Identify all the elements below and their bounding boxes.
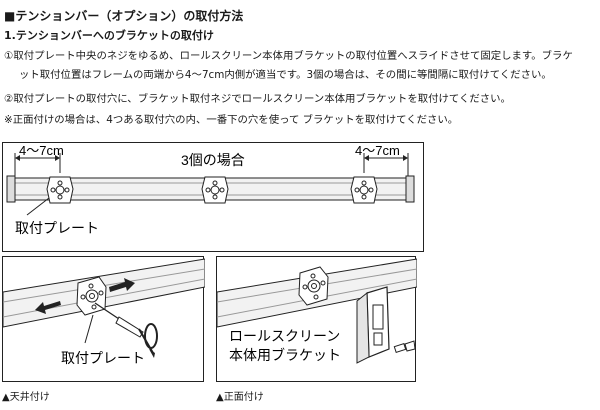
dim-right-label: 4〜7cm [355,143,400,158]
tension-bar-illustration: 4〜7cm 3個の場合 4〜7cm 取付プレート [6,143,415,236]
diagram-ceiling-mount: 取付プレート [2,256,205,382]
plate-left [46,176,74,204]
front-mount-illustration: ロールスクリーン 本体用ブラケット [217,258,417,364]
page-title: ■テンションバー（オプション）の取付方法 [4,9,244,23]
diagram-three-plates: 4〜7cm 3個の場合 4〜7cm 取付プレート [2,142,424,252]
three-plates-label: 3個の場合 [181,152,245,168]
bracket-label-line1: ロールスクリーン [229,328,340,344]
bracket-label-line2: 本体用ブラケット [229,347,341,363]
plate-label: 取付プレート [15,220,99,236]
caption-front: ▲正面付け [216,392,264,403]
caption-ceiling: ▲天井付け [2,392,50,403]
diagram-front-mount: ロールスクリーン 本体用ブラケット [216,256,417,382]
plate-center [201,176,229,204]
ceiling-mount-illustration: 取付プレート [3,258,205,366]
instruction-1b: ット取付位置はフレームの両端から4〜7cm内側が適当です。3個の場合は、その間に… [19,69,552,81]
instruction-note: ※正面付けの場合は、4つある取付穴の内、一番下の穴を使って ブラケットを取付けて… [4,114,459,126]
instruction-2: ②取付プレートの取付穴に、ブラケット取付ネジでロールスクリーン本体用ブラケットを… [4,93,511,105]
plate-label-ceiling: 取付プレート [61,350,145,366]
dim-left-label: 4〜7cm [19,143,64,158]
instruction-1a: ①取付プレート中央のネジをゆるめ、ロールスクリーン本体用ブラケットの取付位置へス… [4,50,573,62]
section-subtitle: 1.テンションバーへのブラケットの取付け [4,29,214,42]
plate-right [350,176,378,204]
